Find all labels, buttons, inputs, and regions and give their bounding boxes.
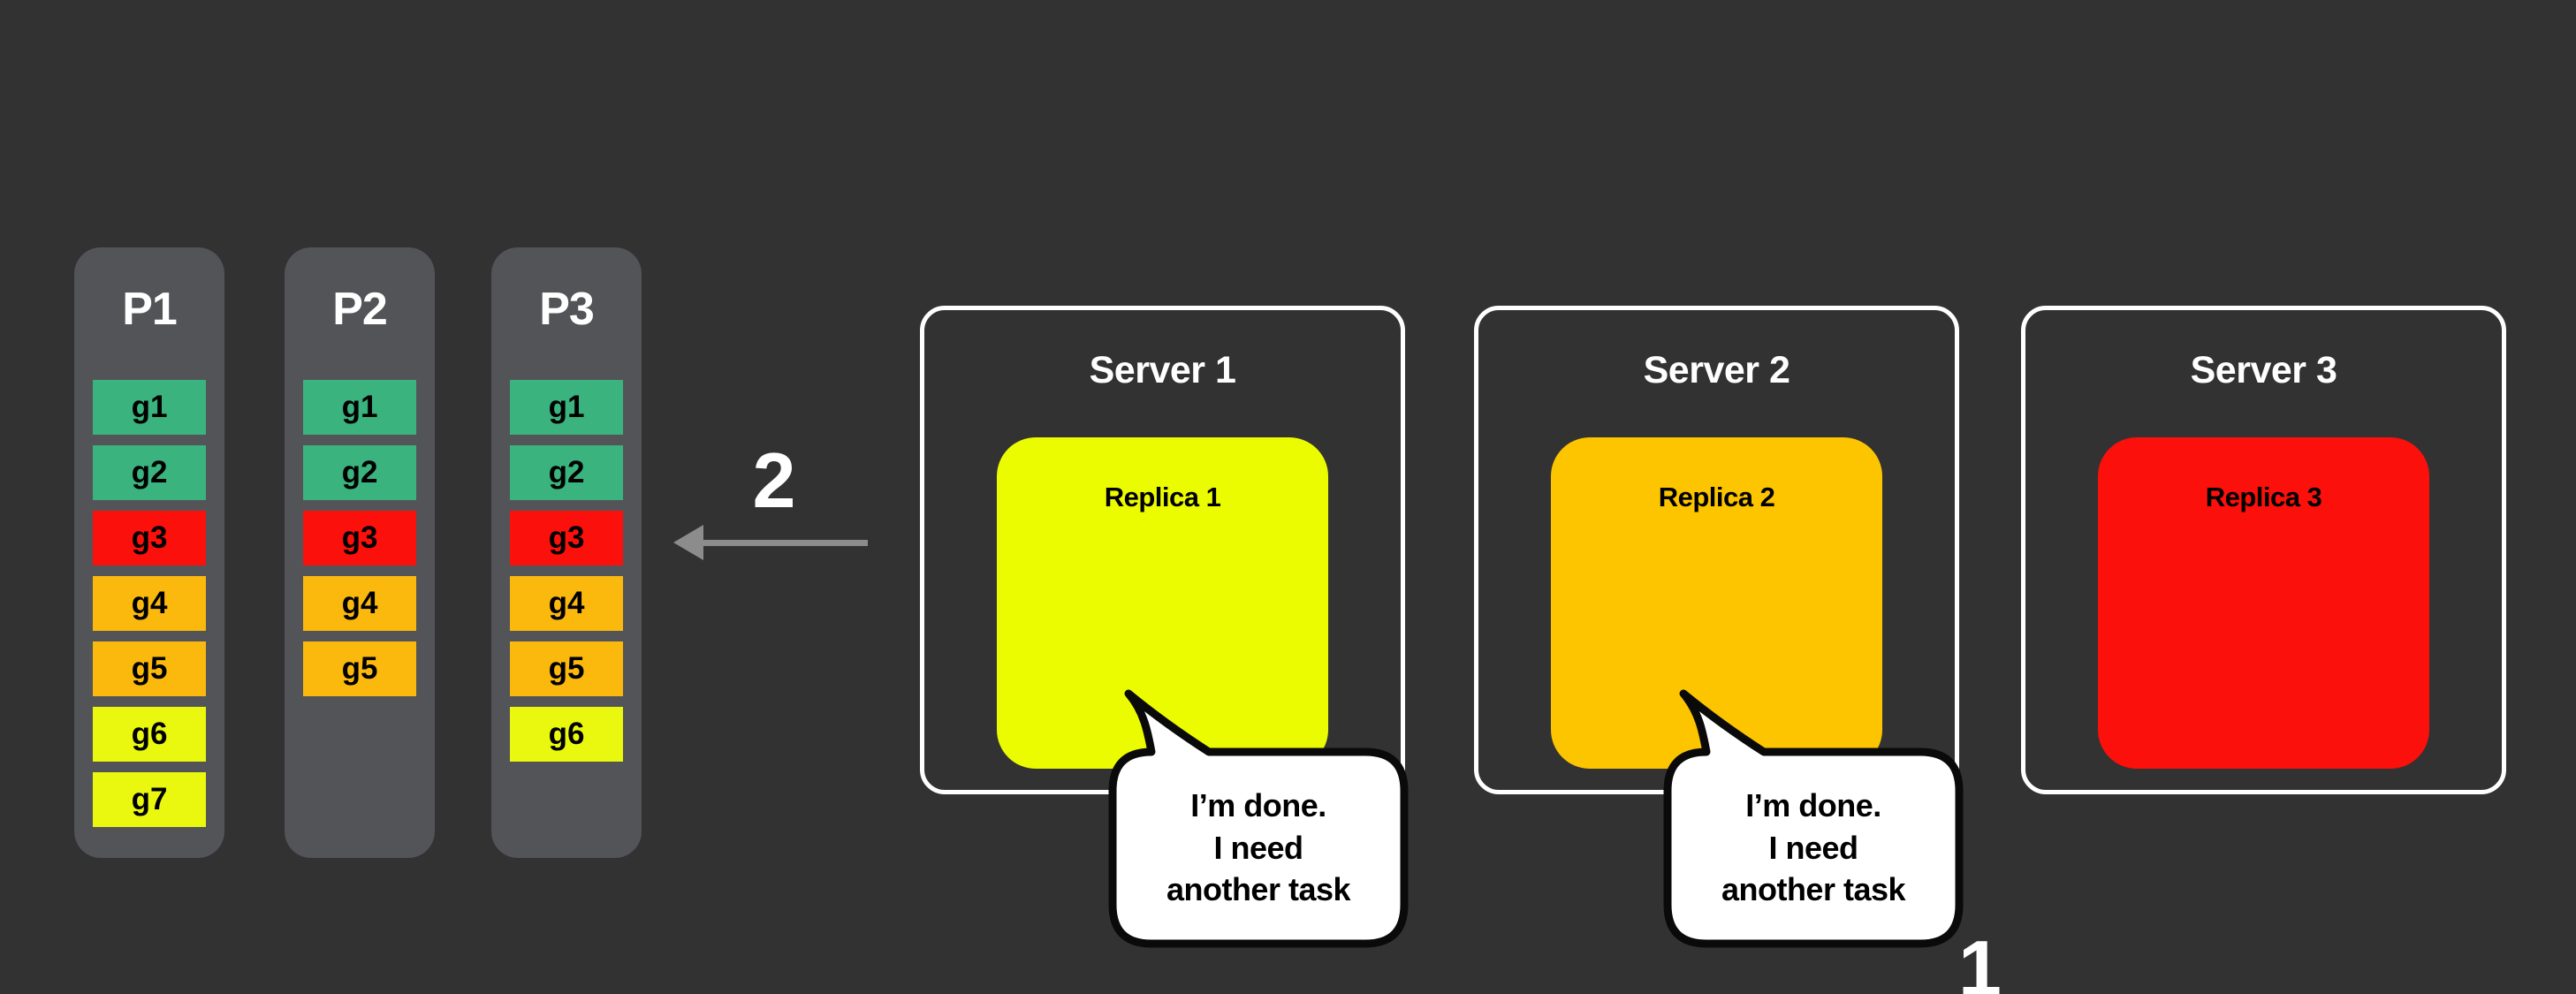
- task-cell-g3: g3: [510, 511, 623, 565]
- replica-label: Replica 1: [1104, 482, 1221, 512]
- arrow-head-icon: [673, 525, 703, 560]
- task-cell-g1: g1: [303, 380, 416, 435]
- replica-3-box: Replica 3: [2098, 437, 2429, 769]
- step-2-label: 2: [752, 436, 796, 524]
- bubble-line-3: another task: [1166, 871, 1351, 908]
- step-1-label: 1: [1958, 924, 2002, 994]
- bubble-line-1: I’m done.: [1190, 787, 1326, 824]
- speech-bubble-server-2: I’m done. I need another task: [1663, 687, 1964, 948]
- task-cell-g6: g6: [93, 707, 206, 762]
- task-cell-g1: g1: [510, 380, 623, 435]
- replica-2-box: Replica 2: [1551, 437, 1882, 769]
- task-cell-g7: g7: [93, 772, 206, 827]
- partition-p1: P1 g1 g2 g3 g4 g5 g6 g7: [74, 247, 224, 858]
- partition-title: P2: [332, 284, 388, 335]
- replica-label: Replica 2: [1658, 482, 1775, 512]
- replica-1-box: Replica 1: [997, 437, 1328, 769]
- partition-title: P3: [539, 284, 595, 335]
- task-list: g1 g2 g3 g4 g5: [303, 380, 416, 696]
- speech-bubble-shape: [1108, 689, 1409, 948]
- task-cell-g4: g4: [93, 576, 206, 631]
- task-list: g1 g2 g3 g4 g5 g6 g7: [93, 380, 206, 827]
- partition-title: P1: [122, 284, 178, 335]
- server-title: Server 2: [1643, 349, 1790, 391]
- server-title: Server 3: [2190, 349, 2337, 391]
- task-assign-arrow: [673, 525, 868, 560]
- task-cell-g6: g6: [510, 707, 623, 762]
- task-cell-g4: g4: [510, 576, 623, 631]
- task-cell-g2: g2: [510, 445, 623, 500]
- task-cell-g3: g3: [93, 511, 206, 565]
- server-3-box: Server 3 Replica 3: [2021, 306, 2506, 794]
- speech-bubble-text: I’m done. I need another task: [1668, 752, 1959, 944]
- arrow-line: [703, 539, 868, 546]
- partition-p2: P2 g1 g2 g3 g4 g5: [285, 247, 435, 858]
- task-cell-g3: g3: [303, 511, 416, 565]
- replica-label: Replica 3: [2205, 482, 2322, 512]
- task-cell-g5: g5: [93, 641, 206, 696]
- task-cell-g2: g2: [93, 445, 206, 500]
- bubble-outline-with-tail: [1108, 689, 1409, 948]
- bubble-outline-with-tail: [1663, 689, 1964, 948]
- partition-p3: P3 g1 g2 g3 g4 g5 g6: [491, 247, 642, 858]
- speech-bubble-shape: [1663, 689, 1964, 948]
- speech-bubble-server-1: I’m done. I need another task: [1108, 687, 1410, 948]
- task-cell-g2: g2: [303, 445, 416, 500]
- task-cell-g5: g5: [510, 641, 623, 696]
- server-1-box: Server 1 Replica 1: [920, 306, 1405, 794]
- bubble-line-1: I’m done.: [1745, 787, 1881, 824]
- bubble-line-2: I need: [1213, 829, 1303, 866]
- speech-bubble-text: I’m done. I need another task: [1113, 752, 1404, 944]
- server-title: Server 1: [1089, 349, 1236, 391]
- task-cell-g5: g5: [303, 641, 416, 696]
- task-list: g1 g2 g3 g4 g5 g6: [510, 380, 623, 762]
- task-cell-g1: g1: [93, 380, 206, 435]
- bubble-line-2: I need: [1768, 829, 1858, 866]
- bubble-line-3: another task: [1721, 871, 1906, 908]
- task-cell-g4: g4: [303, 576, 416, 631]
